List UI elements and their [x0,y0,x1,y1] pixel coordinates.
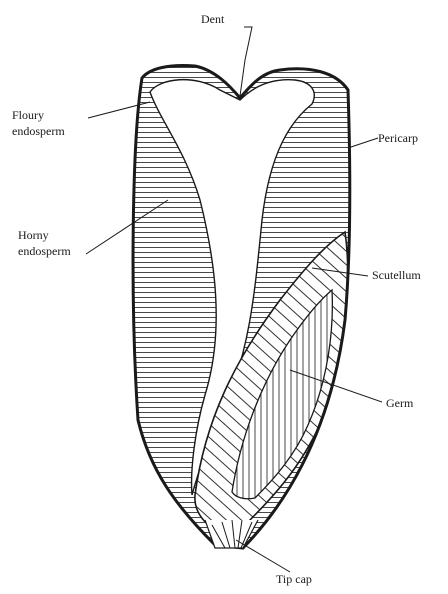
tip-cap-region [205,520,258,548]
label-floury-line2: endosperm [12,124,65,138]
label-horny-line2: endosperm [18,244,71,258]
label-dent: Dent [201,12,224,26]
pericarp-leader [348,138,378,148]
label-scutellum: Scutellum [372,268,421,282]
label-horny-line1: Horny [18,228,49,242]
label-germ: Germ [386,396,413,410]
label-tip-cap: Tip cap [276,572,312,586]
label-floury-line1: Floury [12,108,44,122]
label-pericarp: Pericarp [378,131,418,145]
tip-cap-leader [236,540,290,572]
